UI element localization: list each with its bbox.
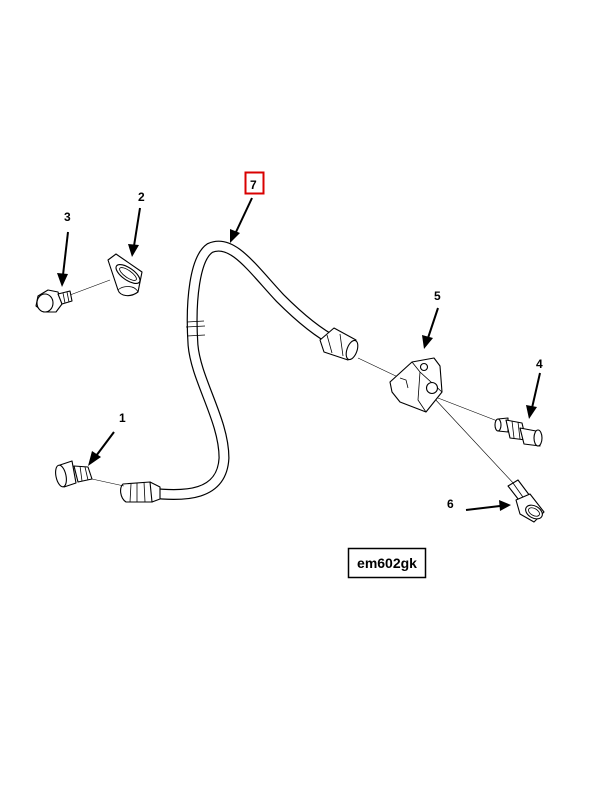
callout-1: 1 — [119, 411, 126, 425]
callout-7: 7 — [250, 178, 257, 192]
callout-4: 4 — [536, 357, 543, 371]
union-item-4 — [494, 417, 543, 447]
callout-arrows — [57, 197, 541, 511]
bolt-item-3 — [35, 279, 111, 313]
reference-box: em602gk — [347, 547, 427, 579]
callout-5: 5 — [434, 289, 441, 303]
fitting-item-1 — [55, 460, 125, 488]
callout-3: 3 — [64, 210, 71, 224]
bracket-item-5 — [357, 357, 516, 486]
callout-labels: 1 2 3 4 5 6 7 — [64, 171, 543, 511]
reference-code: em602gk — [357, 555, 417, 571]
callout-2: 2 — [138, 190, 145, 204]
hose-assembly — [120, 240, 359, 503]
clamp-item-2 — [107, 253, 143, 297]
callout-6: 6 — [447, 497, 454, 511]
callout-7-highlight-box — [244, 171, 265, 195]
elbow-item-6 — [507, 479, 545, 523]
